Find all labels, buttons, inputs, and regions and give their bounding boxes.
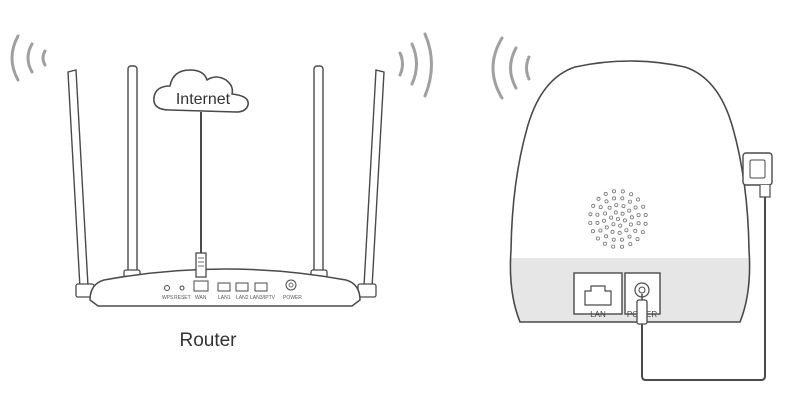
speaker-hole <box>628 222 633 227</box>
speaker-hole <box>590 229 595 234</box>
speaker-hole <box>622 218 627 223</box>
speaker-hole <box>614 203 619 208</box>
speaker-hole <box>620 244 625 249</box>
speaker-hole <box>627 208 632 213</box>
antenna-right <box>313 65 324 275</box>
router-power-jack <box>285 279 297 291</box>
router-illustration: WPS RESET WAN LAN1 LAN2 LAN3/IPTV POWER <box>10 32 433 351</box>
speaker-hole <box>620 189 625 194</box>
speaker-hole <box>616 216 621 221</box>
antenna-left <box>127 65 138 275</box>
speaker-hole <box>636 213 641 218</box>
speaker-hole <box>643 212 648 217</box>
speaker-hole <box>596 196 601 201</box>
speaker-hole <box>627 199 632 204</box>
antenna-far-right <box>363 69 385 289</box>
internet-cloud: Internet <box>153 69 249 113</box>
wifi-signal-camera-icon <box>491 36 531 100</box>
speaker-hole <box>636 221 641 226</box>
speaker-hole <box>611 222 616 227</box>
speaker-hole <box>633 205 638 210</box>
speaker-grille <box>588 189 648 249</box>
speaker-hole <box>598 205 603 210</box>
speaker-hole <box>595 220 600 225</box>
speaker-hole <box>588 220 593 225</box>
speaker-hole <box>612 196 617 201</box>
speaker-hole <box>603 191 608 196</box>
speaker-hole <box>633 228 638 233</box>
speaker-hole <box>607 205 612 210</box>
speaker-hole <box>598 228 603 233</box>
port-label-lan2: LAN2 <box>236 295 249 301</box>
power-cable <box>641 197 766 381</box>
camera-port-label-lan: LAN <box>590 310 606 319</box>
wps-button <box>164 285 170 291</box>
speaker-hole <box>602 241 607 246</box>
wan-port <box>193 280 209 292</box>
wifi-signal-left-icon <box>10 34 47 82</box>
router-port-panel: WPS RESET WAN LAN1 LAN2 LAN3/IPTV POWER <box>162 279 302 301</box>
speaker-hole <box>629 215 634 220</box>
speaker-hole <box>617 230 622 235</box>
reset-button <box>179 285 185 291</box>
speaker-hole <box>610 229 615 234</box>
speaker-hole <box>643 221 648 226</box>
port-label-power: POWER <box>283 295 302 301</box>
port-label-wan: WAN <box>195 295 207 301</box>
cloud-icon <box>153 69 249 113</box>
speaker-hole <box>611 237 616 242</box>
speaker-hole <box>620 211 625 216</box>
port-label-wps: WPS <box>162 295 174 301</box>
speaker-hole <box>603 211 608 216</box>
speaker-hole <box>641 204 646 209</box>
power-adapter-icon <box>742 152 773 198</box>
camera-lan-port: LAN <box>573 272 623 319</box>
lan3-port <box>254 282 268 292</box>
speaker-hole <box>612 189 617 194</box>
antenna-far-left <box>67 69 89 289</box>
speaker-hole <box>618 223 623 228</box>
wan-cable <box>195 112 207 278</box>
router-label: Router <box>179 330 237 351</box>
port-label-reset: RESET <box>174 295 191 301</box>
speaker-hole <box>636 197 641 202</box>
speaker-hole <box>620 196 625 201</box>
speaker-hole <box>588 212 593 217</box>
speaker-hole <box>640 230 645 235</box>
speaker-hole <box>627 234 632 239</box>
speaker-hole <box>611 244 616 249</box>
speaker-hole <box>629 192 634 197</box>
speaker-hole <box>609 215 614 220</box>
lan2-port <box>235 282 249 292</box>
speaker-hole <box>602 218 607 223</box>
speaker-hole <box>624 228 629 233</box>
speaker-hole <box>591 203 596 208</box>
camera-body <box>509 60 751 323</box>
camera-illustration: LAN POWER <box>491 36 773 381</box>
speaker-hole <box>619 237 624 242</box>
port-label-lan3: LAN3/IPTV <box>250 295 276 301</box>
speaker-hole <box>604 234 609 239</box>
rj45-plug <box>195 252 207 278</box>
port-label-lan1: LAN1 <box>218 295 231 301</box>
speaker-hole <box>628 242 633 247</box>
speaker-hole <box>604 225 609 230</box>
speaker-hole <box>604 199 609 204</box>
speaker-hole <box>621 204 626 209</box>
speaker-hole <box>613 210 618 215</box>
speaker-hole <box>595 236 600 241</box>
speaker-hole <box>635 237 640 242</box>
lan1-port <box>217 282 231 292</box>
router-body <box>89 268 361 307</box>
router-antennas <box>67 65 385 289</box>
speaker-hole <box>595 212 600 217</box>
wifi-signal-right-icon <box>398 32 433 98</box>
cloud-label: Internet <box>176 91 231 108</box>
